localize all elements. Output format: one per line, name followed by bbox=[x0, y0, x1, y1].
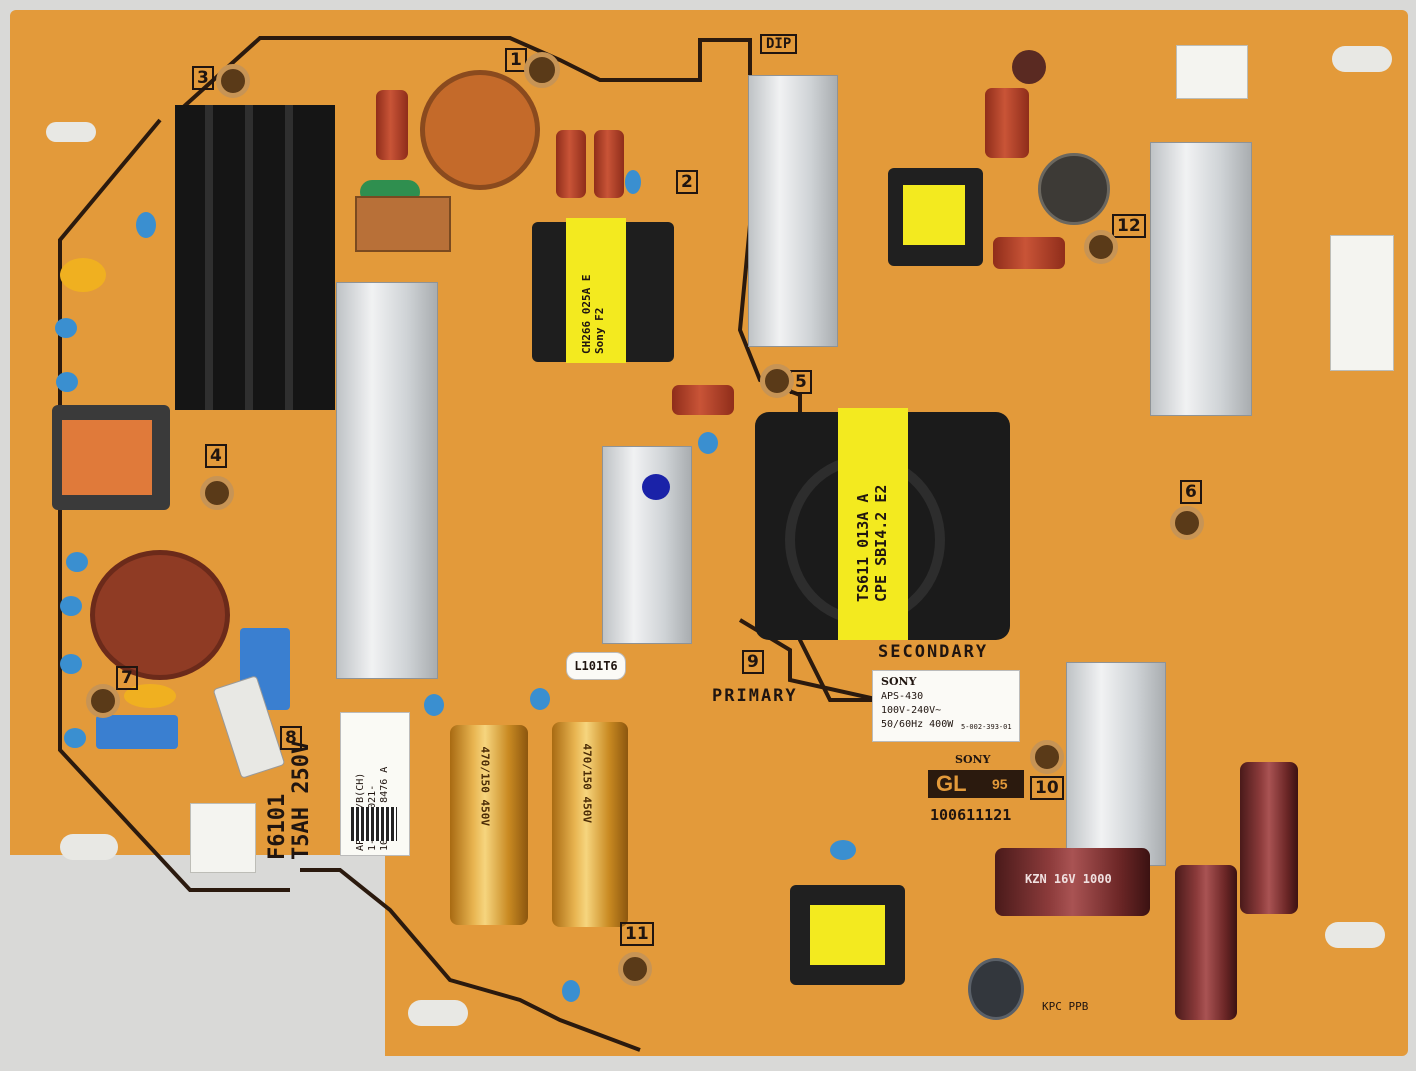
ground-pad bbox=[1332, 46, 1392, 72]
marker-4: 4 bbox=[205, 444, 227, 468]
brand-small: SONY bbox=[955, 753, 991, 766]
dip-label: DIP bbox=[760, 34, 798, 54]
rating-power: 50/60Hz 400W bbox=[881, 719, 954, 730]
ceramic-cap bbox=[64, 728, 86, 748]
fuse-marking-line2: T5AH 250V bbox=[289, 740, 314, 860]
ceramic-cap bbox=[66, 552, 88, 572]
electrolytic-cap-top bbox=[1038, 153, 1110, 225]
toroid-coil-top bbox=[420, 70, 540, 190]
black-heatsink bbox=[175, 105, 335, 410]
marker-12: 12 bbox=[1112, 214, 1146, 238]
ground-pad bbox=[1325, 922, 1385, 948]
ceramic-cap bbox=[424, 694, 444, 716]
brown-capacitor-bottom bbox=[1175, 865, 1237, 1020]
part-number: 100611121 bbox=[930, 806, 1012, 824]
heatsink-top bbox=[748, 75, 838, 347]
gold-capacitor-2-text: 470/150 450V bbox=[580, 743, 594, 823]
marker-7: 7 bbox=[116, 666, 138, 690]
toroid-coil-left bbox=[90, 550, 230, 680]
rating-voltage: 100V-240V~ bbox=[881, 705, 942, 716]
model-small: 95 bbox=[992, 776, 1008, 792]
primary-label: PRIMARY bbox=[712, 686, 798, 706]
transformer-text-1: TS611 013A A bbox=[854, 493, 872, 602]
ceramic-cap bbox=[698, 432, 718, 454]
ground-pad bbox=[60, 834, 118, 860]
ceramic-cap bbox=[136, 212, 156, 238]
electrolytic-cap-bottom bbox=[968, 958, 1024, 1020]
marker-2: 2 bbox=[676, 170, 698, 194]
gl-badge: GL 95 bbox=[928, 770, 1024, 798]
ceramic-cap bbox=[625, 170, 641, 194]
white-component: L101T6 bbox=[566, 652, 626, 680]
small-transformer-tape: CH266 025A E Sony F2 bbox=[566, 218, 626, 363]
ceramic-cap bbox=[55, 318, 77, 338]
brown-capacitor-1-text: KZN 16V 1000 bbox=[1025, 872, 1112, 886]
secondary-label: SECONDARY bbox=[878, 642, 989, 662]
film-capacitor-3 bbox=[594, 130, 624, 198]
brown-capacitor-horizontal: KZN 16V 1000 bbox=[995, 848, 1150, 916]
marker-8: 8 bbox=[280, 726, 302, 750]
label-sticker: APS-430/B(CH) 1-003-9021- 1005200 8476 A bbox=[340, 712, 410, 856]
rating-model: APS-430 bbox=[881, 691, 924, 702]
marker-6: 6 bbox=[1180, 480, 1202, 504]
marker-10: 10 bbox=[1030, 776, 1064, 800]
mounting-hole bbox=[200, 476, 234, 510]
film-capacitor-5 bbox=[993, 237, 1065, 269]
connector-bottom-left bbox=[190, 803, 256, 873]
white-component-text: L101T6 bbox=[574, 659, 618, 673]
small-transformer-text-2: Sony F2 bbox=[593, 307, 606, 354]
choke-winding bbox=[62, 420, 152, 495]
qr-code bbox=[351, 807, 397, 841]
mounting-hole bbox=[760, 364, 794, 398]
ceramic-cap bbox=[60, 654, 82, 674]
brown-capacitor-right bbox=[1240, 762, 1298, 914]
marker-9: 9 bbox=[742, 650, 764, 674]
small-cap-top bbox=[1012, 50, 1046, 84]
ground-pad bbox=[408, 1000, 468, 1026]
mounting-hole bbox=[1030, 740, 1064, 774]
rating-brand: SONY bbox=[881, 675, 917, 688]
yellow-y-capacitor bbox=[60, 258, 106, 292]
connector-right bbox=[1330, 235, 1394, 371]
heatsink-bottom-right bbox=[1066, 662, 1166, 866]
film-capacitor-4 bbox=[985, 88, 1029, 158]
gold-capacitor-2: 470/150 450V bbox=[552, 722, 628, 927]
transformer-text-2: CPE SBI4.2 E2 bbox=[872, 484, 890, 602]
model-big: GL bbox=[936, 771, 967, 796]
mounting-hole bbox=[216, 64, 250, 98]
heatsink-left bbox=[336, 282, 438, 679]
blue-ink-dot bbox=[642, 474, 670, 500]
gold-capacitor-1-text: 470/150 450V bbox=[478, 746, 492, 826]
mounting-hole bbox=[86, 684, 120, 718]
ceramic-cap bbox=[830, 840, 856, 860]
ground-pad bbox=[46, 122, 96, 142]
marker-11: 11 bbox=[620, 922, 654, 946]
blue-x-capacitor-2 bbox=[96, 715, 178, 749]
gold-capacitor-1: 470/150 450V bbox=[450, 725, 528, 925]
marker-3: 3 bbox=[192, 66, 214, 90]
ceramic-cap bbox=[562, 980, 580, 1002]
mounting-hole bbox=[618, 952, 652, 986]
fuse-marking-line1: F6101 bbox=[265, 793, 290, 860]
fuse-marking: F6101 T5AH 250V bbox=[265, 740, 314, 860]
heatsink-right bbox=[1150, 142, 1252, 416]
cert-marks: KPC PPB bbox=[1042, 1000, 1089, 1013]
rating-sticker: SONY APS-430 100V-240V~ 50/60Hz 400W 5-0… bbox=[872, 670, 1020, 742]
mounting-hole bbox=[1170, 506, 1204, 540]
ceramic-cap bbox=[56, 372, 78, 392]
connector-top-right bbox=[1176, 45, 1248, 99]
film-capacitor-1 bbox=[376, 90, 408, 160]
small-transformer-text-1: CH266 025A E bbox=[580, 274, 593, 354]
mounting-hole bbox=[1084, 230, 1118, 264]
relay bbox=[355, 196, 451, 252]
ceramic-cap bbox=[60, 596, 82, 616]
bottom-transformer-winding bbox=[810, 905, 885, 965]
rating-code: 5-002-393-01 bbox=[961, 723, 1012, 731]
ceramic-cap bbox=[530, 688, 550, 710]
standby-transformer-winding bbox=[903, 185, 965, 245]
film-capacitor-2 bbox=[556, 130, 586, 198]
mounting-hole bbox=[524, 52, 560, 88]
film-capacitor-6 bbox=[672, 385, 734, 415]
transformer-tape: TS611 013A A CPE SBI4.2 E2 bbox=[838, 408, 908, 640]
